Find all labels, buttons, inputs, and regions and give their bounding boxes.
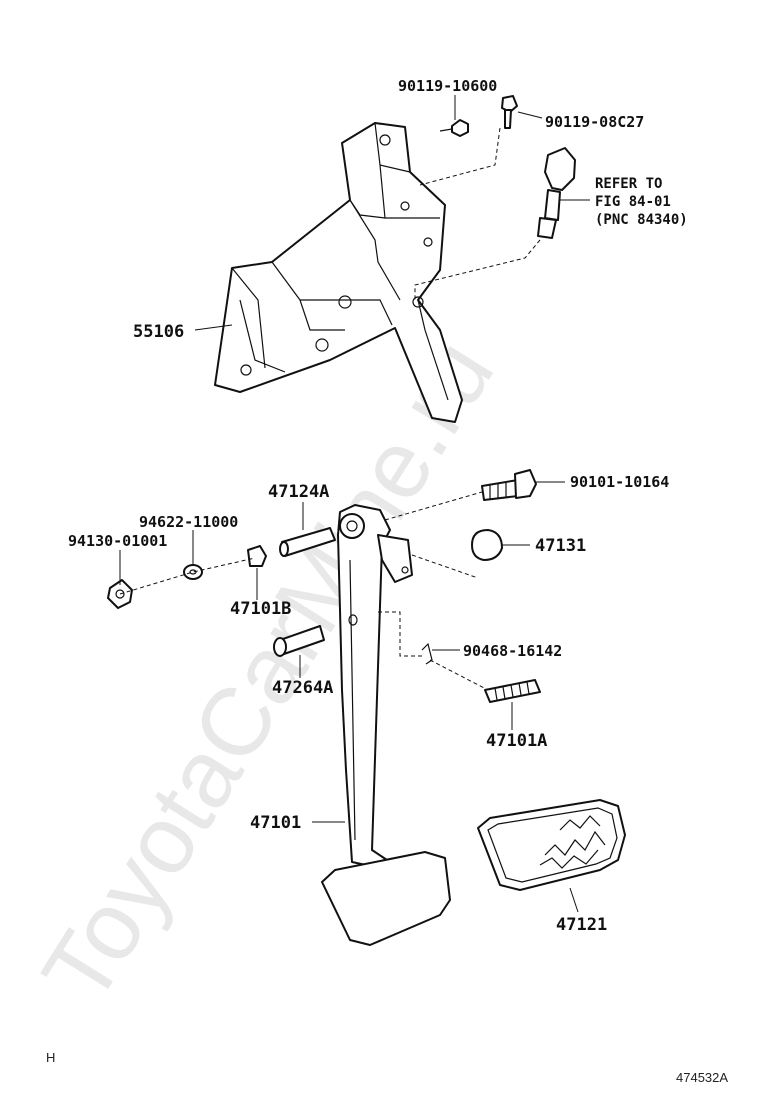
label-47124a: 47124A (268, 482, 329, 502)
label-90119-10600: 90119-10600 (398, 77, 497, 95)
leader-90119-08c27 (517, 111, 543, 119)
bolt-90119-10600[interactable] (439, 119, 469, 137)
label-refer-line2: FIG 84-01 (595, 194, 671, 210)
pedal-pad-cover-47121[interactable] (477, 799, 626, 891)
stopper-cushion-47131[interactable] (471, 529, 503, 561)
collar-47101b[interactable] (247, 545, 267, 567)
label-90468-16142: 90468-16142 (463, 642, 562, 660)
connector-dash-5 (429, 659, 489, 691)
label-47101: 47101 (250, 813, 301, 833)
bolt-90101-10164[interactable] (481, 469, 537, 501)
connector-dash-4 (378, 611, 422, 657)
label-47101b: 47101B (230, 599, 291, 619)
footer-left-mark: H (46, 1050, 55, 1065)
pin-47264a[interactable] (273, 625, 325, 657)
figure-id: 474532A (676, 1070, 728, 1085)
label-47101a: 47101A (486, 731, 547, 751)
bolt-90119-08c27[interactable] (501, 95, 518, 129)
spring-47101a[interactable] (484, 679, 541, 703)
label-94622-11000: 94622-11000 (139, 513, 238, 531)
connector-dash-2 (384, 491, 483, 521)
connector-dash-3 (411, 554, 479, 579)
watermark: ToyotaCarMine.ru (22, 322, 514, 1021)
washer-94622-11000[interactable] (183, 564, 203, 580)
label-47121: 47121 (556, 915, 607, 935)
leader-55106 (194, 324, 233, 331)
label-refer-line1: REFER TO (595, 176, 662, 192)
label-47131: 47131 (535, 536, 586, 556)
clip-90468-16142[interactable] (421, 642, 433, 665)
label-94130-01001: 94130-01001 (68, 532, 167, 550)
connector-dash-top-2 (414, 239, 541, 300)
label-47264a: 47264A (272, 678, 333, 698)
stop-lamp-switch[interactable] (537, 147, 576, 239)
leader-47121 (569, 887, 579, 913)
label-90101-10164: 90101-10164 (570, 473, 669, 491)
pedal-bracket-55106[interactable] (214, 122, 463, 423)
connector-dash-top-1 (419, 127, 501, 186)
pedal-pad[interactable] (321, 851, 451, 946)
bushing-47124a[interactable] (279, 527, 336, 557)
label-refer-line3: (PNC 84340) (595, 212, 688, 228)
brake-pedal-arm-47101[interactable] (337, 504, 413, 866)
label-55106: 55106 (133, 322, 184, 342)
label-90119-08c27: 90119-08C27 (545, 113, 644, 131)
